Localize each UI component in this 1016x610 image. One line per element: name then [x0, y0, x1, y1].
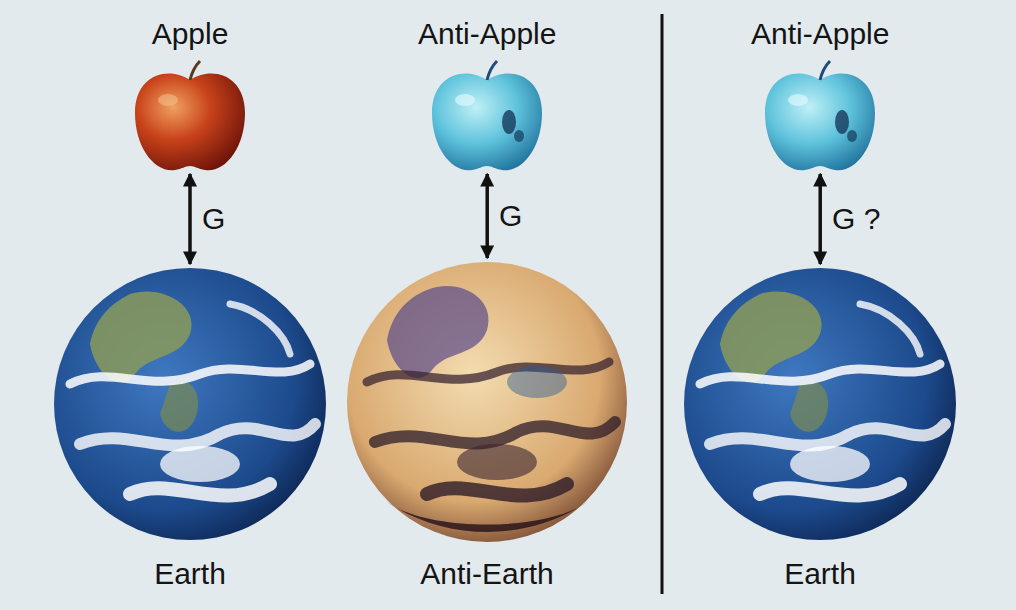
node-label: Earth	[154, 556, 226, 592]
picture-node: Earth	[53, 268, 327, 592]
force-label: G ?	[832, 201, 880, 237]
picture-area	[762, 58, 878, 170]
anti-earth-picture	[347, 262, 627, 542]
picture-node: Anti-Apple	[418, 16, 556, 170]
picture-area	[53, 268, 327, 542]
divider-line	[661, 14, 664, 594]
picture-node: Anti-Apple	[751, 16, 889, 170]
picture-node: Apple	[132, 16, 248, 170]
picture-area	[346, 262, 628, 544]
gravity-arrow	[485, 174, 489, 258]
gravity-arrow	[818, 174, 822, 264]
picture-node: Anti-Earth	[346, 262, 628, 592]
earth-picture	[684, 268, 956, 540]
apple-picture	[135, 61, 245, 170]
picture-node: Earth	[683, 268, 957, 592]
anti-apple-picture	[432, 61, 542, 170]
gravity-arrow	[188, 174, 192, 264]
picture-area	[683, 268, 957, 542]
earth-picture	[54, 268, 326, 540]
node-label: Anti-Apple	[418, 16, 556, 52]
picture-area	[132, 58, 248, 170]
node-label: Apple	[152, 16, 229, 52]
force-label: G	[202, 201, 225, 237]
anti-apple-picture	[765, 61, 875, 170]
node-label: Earth	[784, 556, 856, 592]
picture-area	[429, 58, 545, 170]
node-label: Anti-Earth	[420, 556, 553, 592]
force-label: G	[499, 198, 522, 234]
node-label: Anti-Apple	[751, 16, 889, 52]
